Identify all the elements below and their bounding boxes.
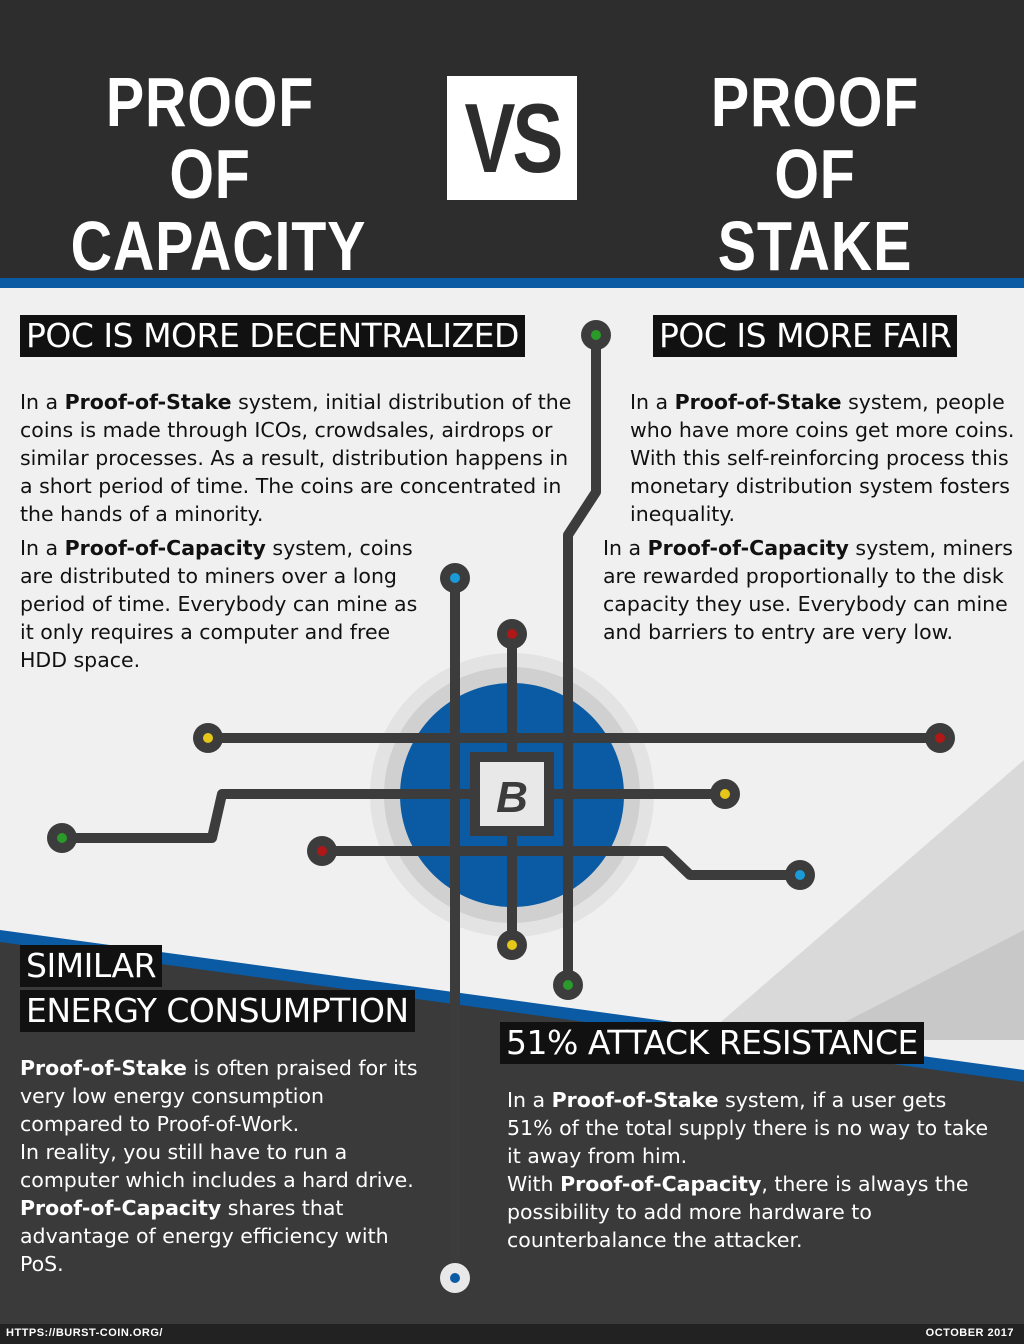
vs-badge: VS <box>447 76 577 200</box>
energy-paragraph: Proof-of-Stake is often praised for its … <box>20 1056 418 1276</box>
heading-more-decentralized: POC IS MORE DECENTRALIZED <box>20 315 525 357</box>
footer-url-link[interactable]: HTTPS://BURST-COIN.ORG/ <box>6 1327 163 1339</box>
decentralized-poc-paragraph: In a Proof-of-Capacity system, coins are… <box>20 536 418 672</box>
heading-similar-energy-line2: ENERGY CONSUMPTION <box>20 990 415 1032</box>
title-left-line1: PROOF OF <box>105 63 315 213</box>
burst-logo-icon: B <box>496 773 528 822</box>
header-stripe <box>0 278 1024 288</box>
bg-triangle-light <box>700 760 1024 1040</box>
circuit-nodes <box>47 320 955 1293</box>
heading-similar-energy-line1: SIMILAR <box>20 945 163 987</box>
title-proof-of-stake: PROOF OF STAKE <box>676 66 955 282</box>
title-right-line2: STAKE <box>717 207 913 285</box>
footer-bar <box>0 1324 1024 1344</box>
decentralized-pos-paragraph: In a Proof-of-Stake system, initial dist… <box>20 390 572 526</box>
heading-attack-resistance: 51% ATTACK RESISTANCE <box>500 1022 924 1064</box>
title-left-line2: CAPACITY <box>70 207 367 285</box>
bg-dark-lower <box>0 942 1024 1344</box>
vs-text: VS <box>464 82 563 193</box>
title-right-line1: PROOF OF <box>710 63 920 213</box>
footer-date: OCTOBER 2017 <box>925 1327 1014 1339</box>
bg-triangle-mid <box>810 930 1024 1040</box>
heading-more-fair: POC IS MORE FAIR <box>653 315 958 357</box>
attack-paragraph: In a Proof-of-Stake system, if a user ge… <box>507 1088 989 1252</box>
fair-pos-paragraph: In a Proof-of-Stake system, people who h… <box>630 390 1015 526</box>
fair-poc-paragraph: In a Proof-of-Capacity system, miners ar… <box>603 536 1013 644</box>
title-proof-of-capacity: PROOF OF CAPACITY <box>70 63 367 285</box>
logo-box-inner <box>480 762 544 826</box>
